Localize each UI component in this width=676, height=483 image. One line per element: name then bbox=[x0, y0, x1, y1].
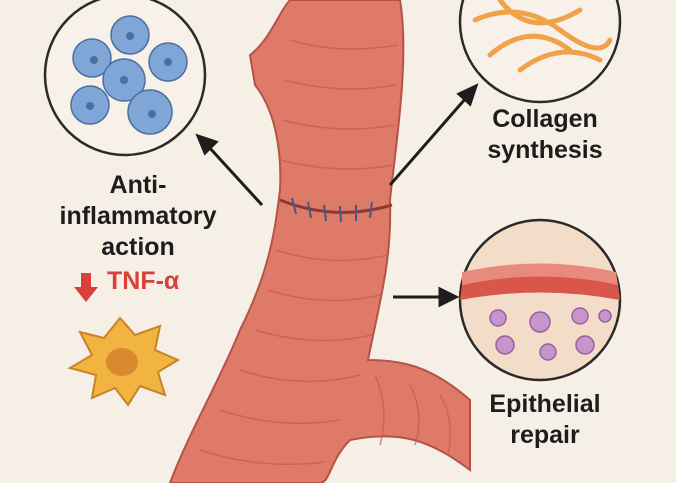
collagen-circle bbox=[458, 0, 622, 104]
tnf-alpha-label: TNF-α bbox=[107, 267, 180, 295]
sutures-icon bbox=[291, 197, 373, 223]
anti-inflammatory-label: Anti- inflammatory action bbox=[48, 170, 228, 263]
immune-cells-circle bbox=[43, 0, 207, 157]
arrowhead-icon bbox=[195, 133, 219, 156]
label-line: synthesis bbox=[487, 136, 603, 164]
label-line: repair bbox=[510, 421, 580, 449]
epithelium-circle bbox=[458, 218, 622, 382]
label-line: Collagen bbox=[492, 105, 598, 133]
epithelial-repair-label: Epithelial repair bbox=[460, 389, 630, 451]
arrow-to-collagen-icon bbox=[388, 97, 468, 186]
label-line: action bbox=[101, 233, 175, 261]
label-line: Anti- bbox=[109, 171, 167, 199]
collagen-synthesis-label: Collagen synthesis bbox=[460, 104, 630, 166]
down-arrow-icon bbox=[74, 273, 98, 302]
label-line: inflammatory bbox=[59, 202, 217, 230]
macrophage-icon bbox=[67, 316, 181, 407]
arrow-to-cells-icon bbox=[206, 144, 264, 207]
label-line: Epithelial bbox=[489, 390, 601, 418]
intestine-anastomosis bbox=[168, 0, 471, 483]
arrowhead-icon bbox=[438, 286, 460, 308]
arrowhead-icon bbox=[456, 83, 479, 107]
